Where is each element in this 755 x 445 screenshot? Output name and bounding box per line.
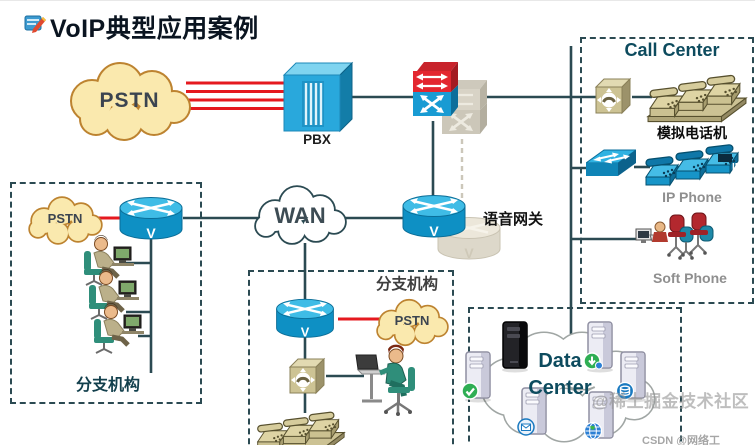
branch-router-icon: V — [272, 297, 338, 341]
data-center-label-line2: Center — [528, 377, 592, 399]
pbx-icon — [276, 61, 356, 133]
svg-text:V: V — [301, 324, 310, 339]
server-database-icon — [615, 351, 652, 403]
user-at-computer-icon — [79, 263, 141, 321]
notes-pencil-icon — [24, 13, 46, 33]
call-center-title: Call Center — [624, 40, 720, 60]
user-at-computer-icon — [74, 229, 136, 287]
pstn-main-label: PSTN — [99, 89, 160, 112]
server-mail-icon — [517, 387, 553, 439]
center-branch-label: 分支机构 — [375, 276, 438, 293]
analog-phone-label: 模拟电话机 — [657, 125, 727, 141]
pstn-branch-cloud — [374, 297, 450, 347]
pstn-branch-label: PSTN — [394, 313, 430, 328]
pstn-left-label: PSTN — [47, 211, 83, 226]
watermark-community: @稀土掘金技术社区 — [592, 392, 750, 411]
pstn-cloud — [62, 59, 197, 144]
callcenter-voice-cube-icon — [592, 77, 632, 117]
wan-label: WAN — [274, 203, 326, 228]
pbx-label: PBX — [303, 132, 331, 147]
user-at-computer-icon — [84, 297, 146, 355]
voice-gateway-label: 语音网关 — [483, 211, 544, 228]
call-center-box — [580, 37, 754, 304]
ip-phone-label: IP Phone — [662, 189, 722, 205]
svg-text:IP: IP — [732, 162, 742, 173]
ip-phones-icon: IP — [644, 141, 744, 187]
branch-voice-cube-icon — [286, 357, 326, 397]
watermark-csdn: CSDN @网络工 — [642, 435, 720, 445]
lines-pstn-trunks — [186, 81, 285, 110]
wan-cloud — [250, 184, 350, 246]
svg-text:V: V — [429, 223, 439, 239]
data-center-label: Data Center — [498, 348, 622, 402]
left-branch-box — [10, 182, 202, 404]
pstn-left-cloud — [26, 195, 104, 245]
workgroup-switch-icon — [584, 147, 638, 185]
server-black-icon — [498, 321, 534, 373]
left-branch-router-icon: V — [118, 195, 184, 243]
left-branch-label: 分支机构 — [75, 377, 140, 394]
analog-phones-icon — [646, 63, 748, 123]
server-check-icon — [461, 351, 497, 403]
svg-text:V: V — [464, 245, 474, 261]
server-globe-icon — [583, 391, 620, 443]
server-download-icon — [583, 321, 619, 373]
person-with-laptop-icon — [350, 343, 422, 417]
soft-phone-desks-icon — [630, 211, 714, 269]
branch-analog-phones-icon — [254, 401, 346, 445]
multilayer-switch-icon — [411, 59, 459, 121]
svg-text:V: V — [146, 225, 156, 241]
soft-phone-label: Soft Phone — [653, 270, 727, 286]
voice-gateway-router-icon: V — [401, 193, 467, 241]
center-branch-box — [248, 270, 454, 445]
page-title: VoIP典型应用案例 — [50, 15, 259, 43]
data-center-label-line1: Data — [538, 350, 582, 372]
